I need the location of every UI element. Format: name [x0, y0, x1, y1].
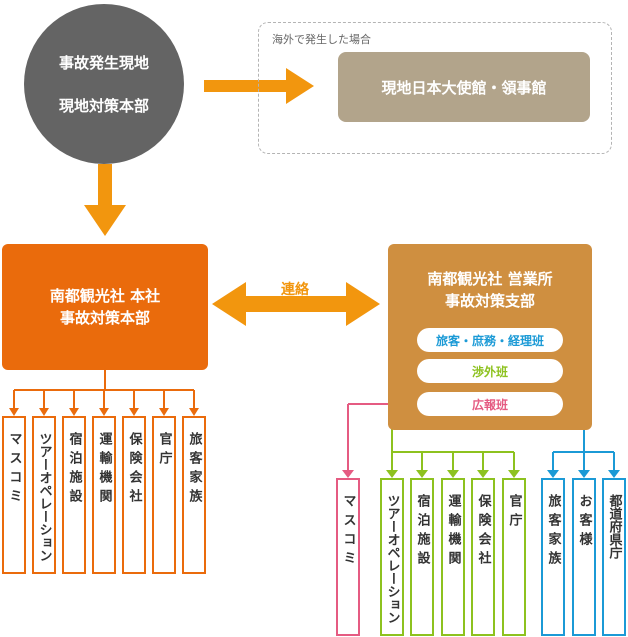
hq-contact-tour-operation: ツアーオペレーション — [32, 416, 56, 574]
branch-contact-customers: お客様 — [572, 478, 596, 636]
overseas-label: 海外で発生した場合 — [272, 33, 371, 46]
hq-contact-lodging: 宿泊施設 — [62, 416, 86, 574]
hq-contact-passenger-family: 旅客家族 — [182, 416, 206, 574]
liaison-label: 連絡 — [281, 282, 309, 298]
accident-site-node: 事故発生現地 現地対策本部 — [24, 4, 184, 164]
branch-contact-transport: 運輸機関 — [441, 478, 465, 636]
branch-contact-insurance: 保険会社 — [471, 478, 495, 636]
branch-title-line2: 事故対策支部 — [444, 292, 535, 310]
hq-node: 南都観光社 本社 事故対策本部 — [2, 244, 208, 370]
branch-contact-lodging: 宿泊施設 — [410, 478, 434, 636]
branch-title-line1: 南都観光社 営業所 — [427, 270, 553, 288]
hq-contact-insurance: 保険会社 — [122, 416, 146, 574]
branch-contact-tour-operation: ツアーオペレーション — [380, 478, 404, 636]
branch-title: 南都観光社 営業所 事故対策支部 — [388, 268, 592, 312]
accident-site-title: 事故発生現地 — [58, 54, 149, 72]
hq-contact-transport: 運輸機関 — [92, 416, 116, 574]
branch-contact-passenger-family: 旅客家族 — [541, 478, 565, 636]
hq-contact-media: マスコミ — [2, 416, 26, 574]
branch-contact-media: マスコミ — [336, 478, 360, 636]
team-negotiation: 渉外班 — [417, 359, 563, 383]
team-customer: 旅客・庶務・経理班 — [417, 328, 563, 352]
hq-title: 南都観光社 本社 — [49, 287, 161, 305]
overseas-group — [258, 22, 612, 154]
hq-contact-government: 官庁 — [152, 416, 176, 574]
hq-fanout — [13, 370, 195, 412]
arrow-liaison — [212, 282, 380, 326]
team-pr: 広報班 — [417, 392, 563, 416]
branch-contact-prefecture: 都道府県庁 — [602, 478, 626, 636]
embassy-node: 現地日本大使館・領事館 — [338, 52, 590, 122]
arrow-to-embassy — [204, 68, 314, 104]
hq-subtitle: 事故対策本部 — [59, 309, 150, 327]
branch-contact-government: 官庁 — [502, 478, 526, 636]
arrow-to-hq — [84, 164, 126, 236]
accident-site-hq: 現地対策本部 — [58, 97, 149, 115]
flow-arrows — [84, 68, 380, 326]
